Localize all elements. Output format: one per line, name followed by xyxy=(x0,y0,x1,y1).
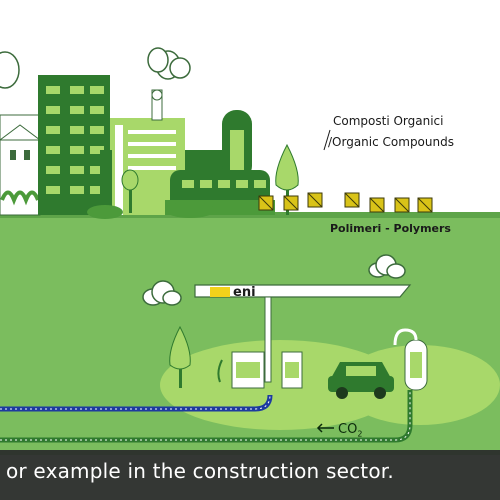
cloud xyxy=(0,47,191,89)
crate-row xyxy=(258,192,433,213)
cloud-field-2 xyxy=(368,254,406,279)
label-divider xyxy=(323,129,331,151)
co2-subscript: 2 xyxy=(357,429,363,439)
label-polymers: Polimeri - Polymers xyxy=(330,222,451,235)
subtitle-text: or example in the construction sector. xyxy=(6,459,394,483)
tall-building xyxy=(38,75,110,215)
bush xyxy=(87,202,215,219)
fuel-station xyxy=(194,284,412,389)
factory-left xyxy=(0,114,42,216)
tree-station xyxy=(169,325,191,388)
car xyxy=(328,362,394,399)
pipeline xyxy=(0,390,413,443)
tree-small xyxy=(121,169,139,213)
label-co2: CO2 xyxy=(338,422,362,439)
label-organic-compounds-en: /Organic Compounds xyxy=(328,135,454,149)
arrow-left-icon xyxy=(316,423,334,433)
subtitle-bar xyxy=(0,450,500,500)
eni-brand-label: eni xyxy=(233,285,256,300)
storage-tank xyxy=(393,328,428,391)
co2-prefix: CO xyxy=(338,422,358,437)
label-organic-compounds-it: Composti Organici xyxy=(333,114,444,128)
cloud-field-1 xyxy=(142,280,182,306)
